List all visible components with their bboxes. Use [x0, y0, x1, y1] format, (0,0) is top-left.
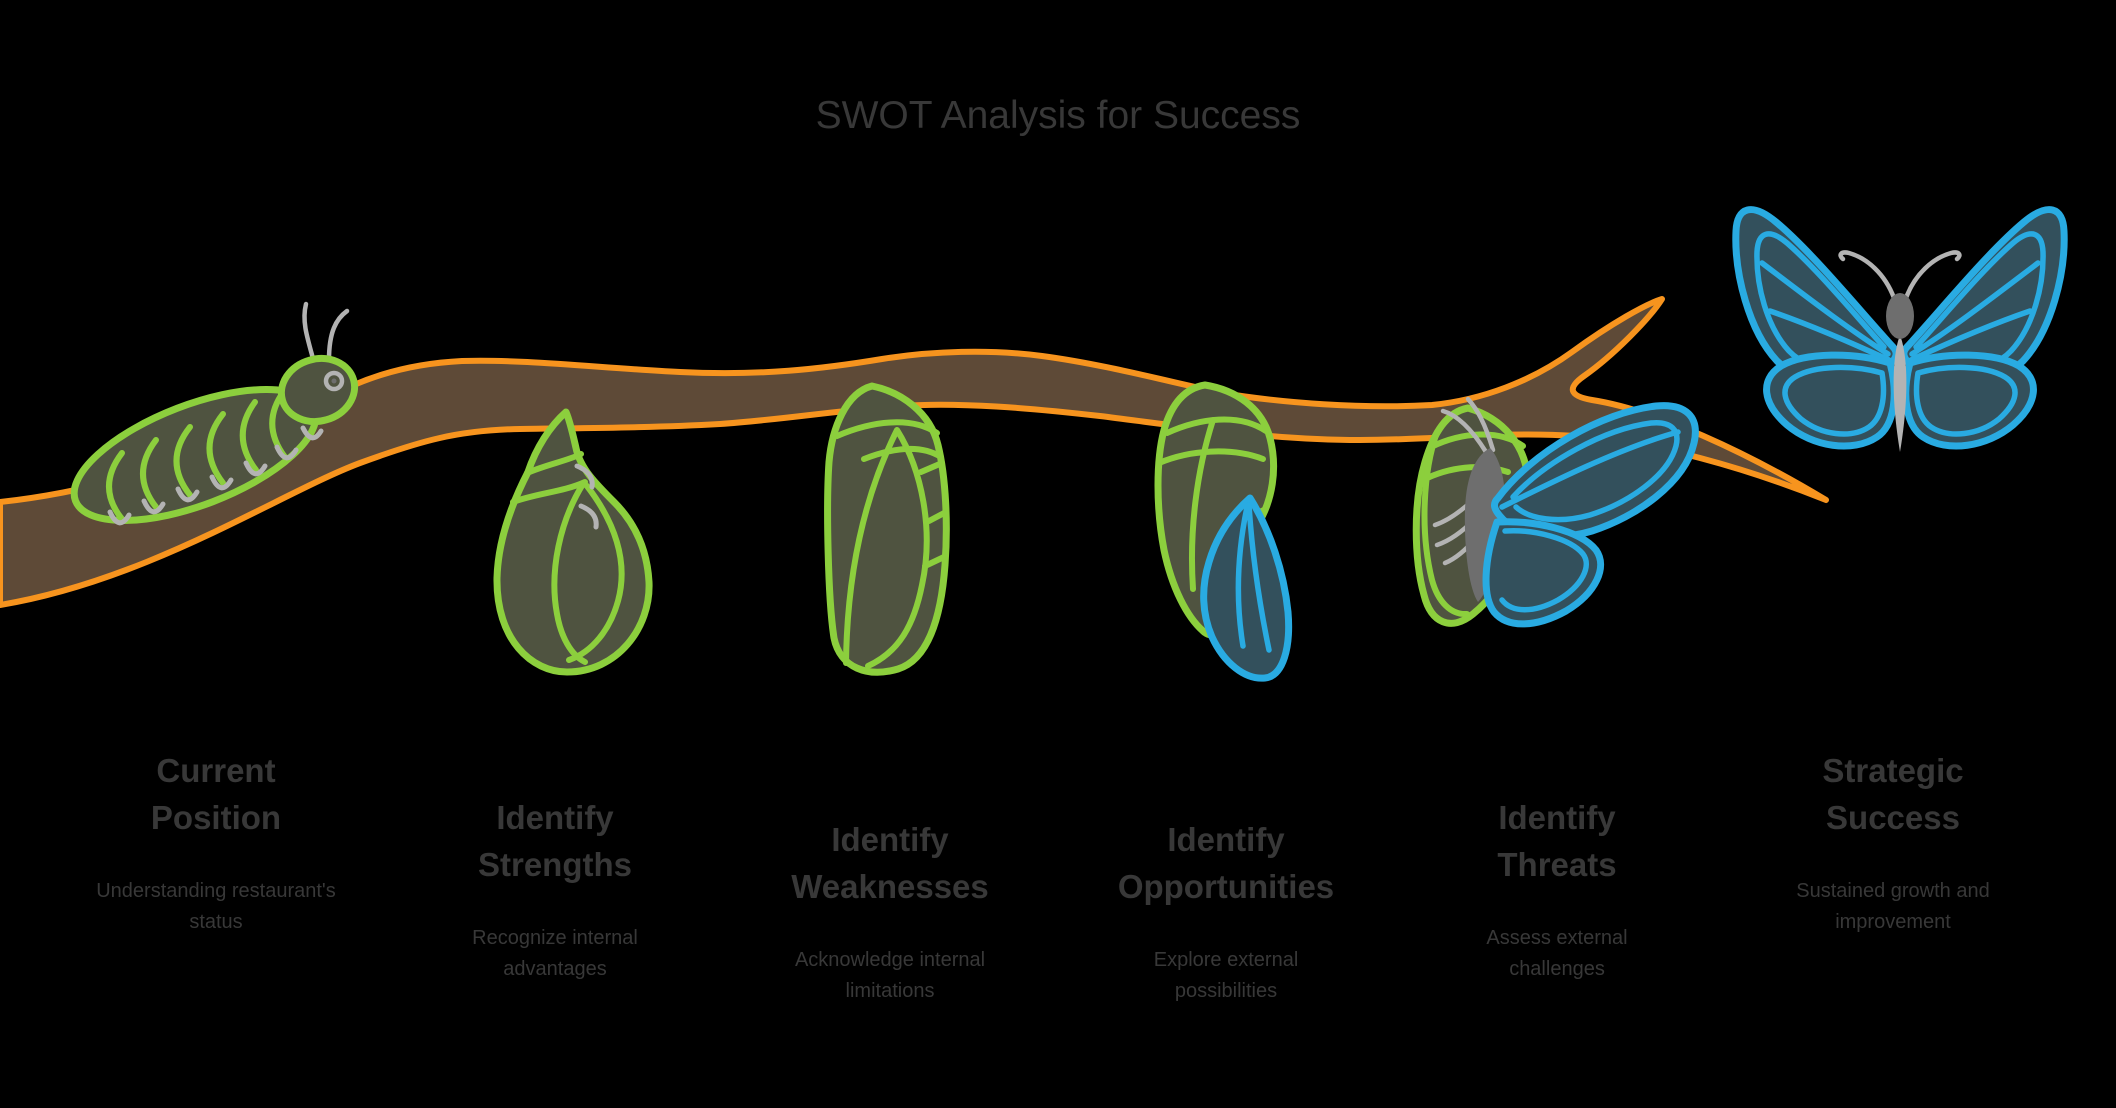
- chrysalis-wing-icon: [1154, 381, 1293, 682]
- caterpillar-icon: [70, 301, 359, 526]
- stage-label-current-position: Current Position Understanding restauran…: [56, 748, 376, 938]
- stage-label-identify-strengths: Identify Strengths Recognize internal ad…: [395, 795, 715, 985]
- butterfly-antennae: [1838, 250, 1962, 301]
- stage-label-strategic-success: Strategic Success Sustained growth and i…: [1733, 748, 2053, 938]
- stage-subtitle: Recognize internal advantages: [472, 926, 638, 980]
- stage-subtitle: Assess external challenges: [1486, 926, 1628, 980]
- caterpillar-antennae: [302, 301, 350, 365]
- stage-label-identify-threats: Identify Threats Assess external challen…: [1397, 795, 1717, 985]
- stage-subtitle: Explore external possibilities: [1153, 948, 1299, 1002]
- stage-subtitle: Acknowledge internal limitations: [794, 948, 986, 1002]
- stage-title: Identify Threats: [1497, 799, 1617, 883]
- stage-label-identify-weaknesses: Identify Weaknesses Acknowledge internal…: [730, 817, 1050, 1007]
- curled-caterpillar-icon: [493, 408, 653, 676]
- stage-title: Strategic Success: [1822, 752, 1964, 836]
- stage-title: Current Position: [150, 752, 282, 836]
- caterpillar-legs: [107, 425, 324, 526]
- emerging-butterfly-icon: [1412, 396, 1699, 628]
- chrysalis-icon: [824, 382, 950, 676]
- page-title: SWOT Analysis for Success: [815, 94, 1301, 137]
- stage-label-identify-opportunities: Identify Opportunities Explore external …: [1066, 817, 1386, 1007]
- butterfly-icon: [1732, 210, 2064, 452]
- stage-title: Identify Strengths: [477, 799, 632, 883]
- forewing: [1491, 402, 1699, 540]
- butterfly-abdomen: [1893, 335, 1907, 452]
- butterfly-antennae: [1440, 396, 1496, 455]
- stage-subtitle: Understanding restaurant's status: [96, 879, 336, 933]
- butterfly-head-thorax: [1886, 293, 1914, 339]
- caterpillar-eye: [323, 370, 345, 392]
- branch-illustration: [0, 296, 1829, 608]
- stage-subtitle: Sustained growth and improvement: [1796, 879, 1990, 933]
- stage-title: Identify Weaknesses: [791, 821, 989, 905]
- stage-title: Identify Opportunities: [1117, 821, 1335, 905]
